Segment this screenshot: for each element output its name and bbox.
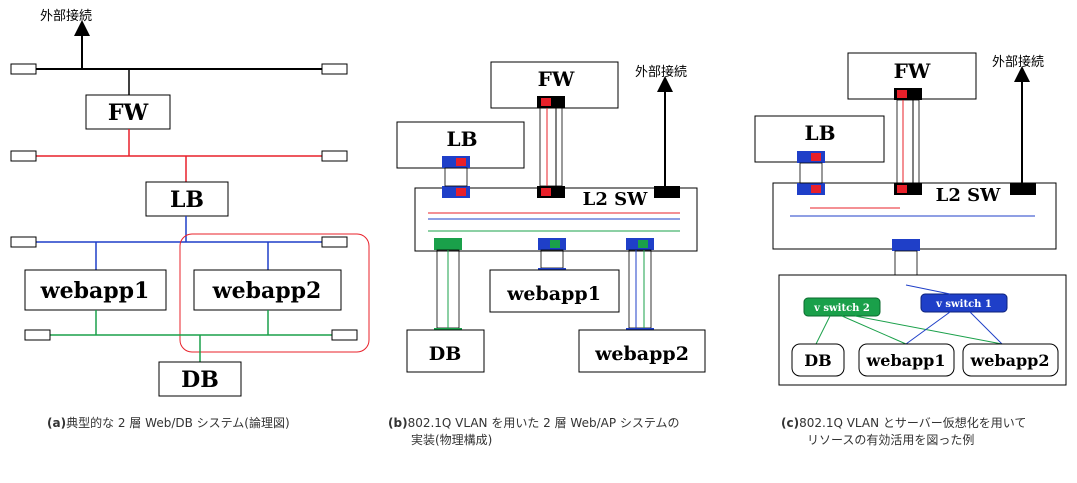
webapp1-label: webapp1 [865, 351, 945, 370]
lb-box [145, 181, 229, 217]
webapp2-box [578, 329, 706, 373]
l2sw-label: L2 SW [583, 189, 648, 210]
bus-terminator [10, 63, 37, 75]
webapp2-label: webapp2 [212, 278, 322, 304]
external-connection-label: 外部接続 [635, 64, 687, 80]
caption-b-line2: 実装(物理構成) [411, 432, 492, 447]
vswitch2-label: v switch 2 [813, 303, 870, 314]
db-label: DB [181, 367, 219, 393]
bus-terminator [321, 150, 348, 162]
webapp2-vm-box [962, 343, 1059, 377]
lb-label: LB [447, 127, 478, 151]
fw-label: FW [108, 100, 149, 126]
fw-box [85, 94, 171, 130]
db-vm-box [791, 343, 845, 377]
panel-c: 外部接続 FW LB L2 SW v [754, 52, 1067, 447]
webapp1-label: webapp1 [40, 278, 150, 304]
caption-a: (a)典型的な 2 層 Web/DB システム(論理図) [47, 415, 290, 430]
lb-label: LB [805, 121, 836, 145]
external-connection-label: 外部接続 [992, 54, 1044, 70]
db-label: DB [429, 343, 462, 365]
bus-terminator [321, 63, 348, 75]
fw-label: FW [894, 59, 931, 83]
webapp1-box [489, 269, 620, 313]
panel-a: 外部接続 FW LB webapp1 webapp2 [10, 8, 370, 430]
caption-c-line1: (c)802.1Q VLAN とサーバー仮想化を用いて [781, 415, 1026, 430]
vswitch1-label: v switch 1 [935, 299, 992, 310]
webapp2-box [193, 269, 342, 311]
webapp1-box [24, 269, 167, 311]
db-box [406, 329, 485, 373]
webapp1-label: webapp1 [506, 283, 601, 305]
webapp2-label: webapp2 [969, 351, 1049, 370]
fw-label: FW [538, 67, 575, 91]
caption-c-line2: リソースの有効活用を図った例 [807, 432, 974, 447]
bus-terminator [331, 329, 358, 341]
db-label: DB [804, 351, 831, 370]
bus-terminator [10, 236, 37, 248]
webapp2-label: webapp2 [594, 343, 689, 365]
panel-b: 外部接続 FW LB L2 SW [388, 61, 706, 447]
bus-terminator [10, 150, 37, 162]
l2sw-label: L2 SW [936, 185, 1001, 206]
caption-b-line1: (b)802.1Q VLAN を用いた 2 層 Web/AP システムの [388, 416, 680, 430]
webapp1-vm-box [858, 343, 955, 377]
webapp2-highlight [179, 233, 370, 353]
bus-terminator [24, 329, 51, 341]
db-box [158, 361, 242, 397]
lb-label: LB [170, 187, 204, 213]
bus-terminator [321, 236, 348, 248]
external-connection-label: 外部接続 [40, 8, 92, 24]
vswitch1-box [920, 293, 1008, 313]
